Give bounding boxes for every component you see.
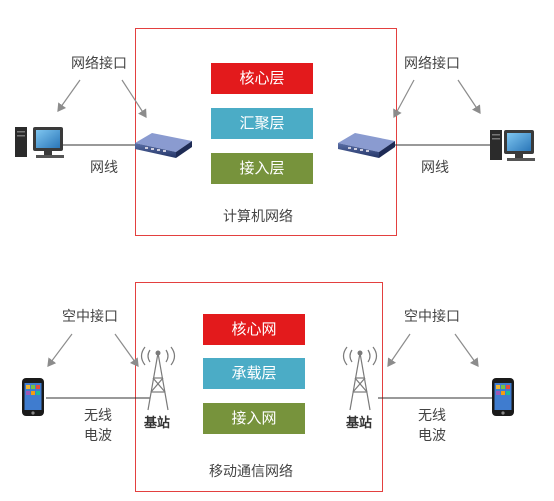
arrow-air-interface-to-phone-right <box>454 333 479 367</box>
desktop-computer-icon-left <box>15 127 64 158</box>
mobile-network-frame <box>135 282 383 492</box>
arrow-interface-to-switch-right <box>393 79 415 119</box>
radio-wave-label-right-2: 电波 <box>418 428 446 444</box>
aggregation-layer-box: 汇聚层 <box>211 108 313 139</box>
air-interface-label-left: 空中接口 <box>62 309 118 325</box>
network-switch-icon-left <box>135 133 192 158</box>
base-station-tower-icon-right <box>342 346 378 411</box>
radio-wave-label-left-2: 电波 <box>84 428 112 444</box>
arrow-interface-to-switch-left <box>121 79 147 119</box>
network-interface-label-right: 网络接口 <box>404 56 460 72</box>
cable-label-left: 网线 <box>90 160 118 176</box>
desktop-computer-icon-right <box>490 130 535 161</box>
base-station-label-left: 基站 <box>144 416 171 431</box>
radio-wave-label-right-1: 无线 <box>418 408 446 424</box>
core-layer-box: 核心层 <box>211 63 313 94</box>
arrow-interface-to-pc-right <box>457 79 481 114</box>
access-network-box: 接入网 <box>203 403 305 434</box>
radio-wave-label-left-1: 无线 <box>84 408 112 424</box>
arrow-air-interface-to-phone-left <box>47 333 73 367</box>
cable-label-right: 网线 <box>421 160 449 176</box>
access-layer-box: 接入层 <box>211 153 313 184</box>
core-network-box: 核心网 <box>203 314 305 345</box>
arrow-air-interface-to-station-left <box>114 333 139 367</box>
computer-network-title: 计算机网络 <box>223 209 293 225</box>
arrow-interface-to-pc-left <box>57 79 81 112</box>
bearer-layer-box: 承载层 <box>203 358 305 389</box>
air-interface-label-right: 空中接口 <box>404 309 460 325</box>
base-station-label-right: 基站 <box>346 416 373 431</box>
network-switch-icon-right <box>338 133 395 158</box>
mobile-network-title: 移动通信网络 <box>209 464 293 480</box>
base-station-tower-tip-left <box>155 350 161 356</box>
arrow-air-interface-to-station-right <box>387 333 411 367</box>
mobile-phone-icon-right <box>492 378 514 416</box>
network-interface-label-left: 网络接口 <box>71 56 127 72</box>
base-station-tower-tip-right <box>357 350 363 356</box>
computer-network-frame <box>135 28 397 236</box>
base-station-tower-icon-left <box>140 346 176 411</box>
mobile-phone-icon-left <box>22 378 44 416</box>
